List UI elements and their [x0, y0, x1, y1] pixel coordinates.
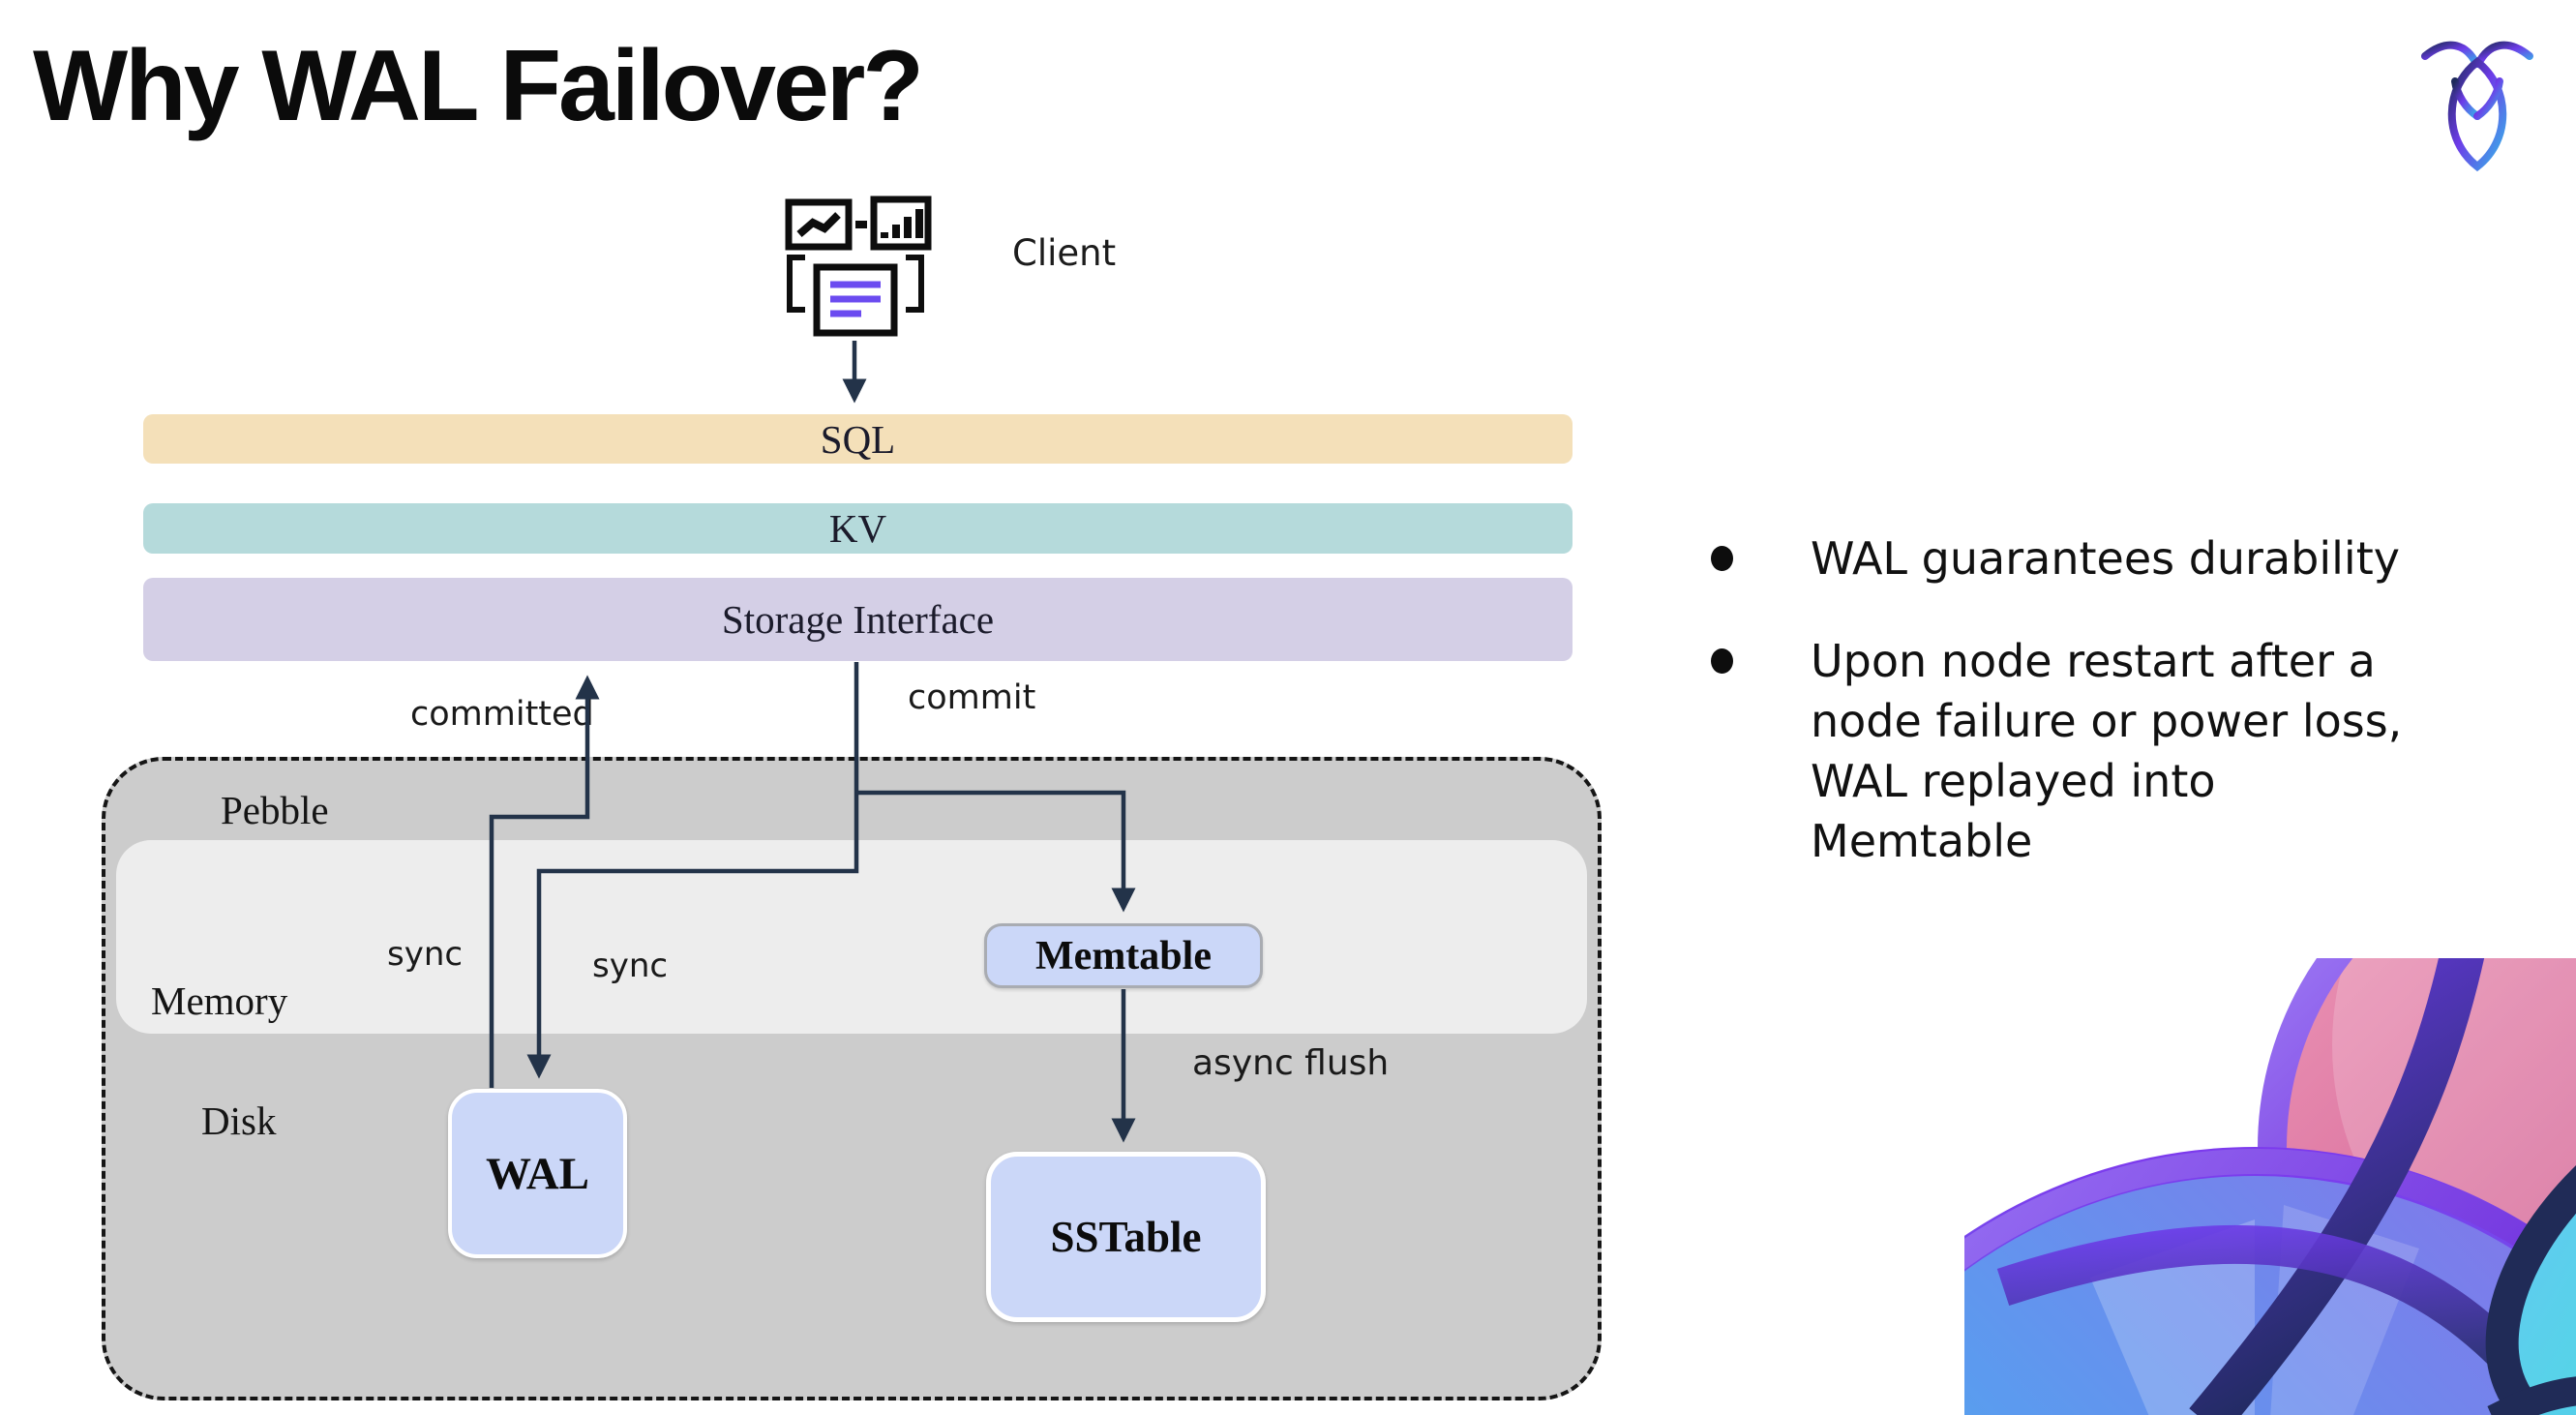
storage-interface-layer-bar: Storage Interface: [143, 578, 1573, 661]
bullet-list: WAL guarantees durability Upon node rest…: [1711, 528, 2562, 914]
bullet-dot-icon: [1711, 546, 1733, 571]
memory-label: Memory: [151, 978, 288, 1023]
memory-band: [116, 840, 1587, 1034]
memtable-node: Memtable: [984, 923, 1263, 988]
kv-layer-label: KV: [828, 506, 887, 551]
wal-node-label: WAL: [485, 1148, 590, 1199]
wal-node: WAL: [448, 1089, 627, 1258]
sync-right-arrow-label: sync: [592, 947, 669, 985]
sql-layer-bar: SQL: [143, 414, 1573, 464]
line-chart-icon: [785, 198, 853, 251]
pebble-label: Pebble: [221, 788, 329, 832]
sync-left-arrow-label: sync: [387, 935, 464, 974]
commit-arrow-label: commit: [908, 678, 1036, 717]
page-title: Why WAL Failover?: [33, 30, 924, 142]
bullet-dot-icon: [1711, 648, 1733, 674]
bar-chart-icon: [870, 196, 932, 251]
brand-corner-art: [1964, 958, 2576, 1415]
list-item: Upon node restart after a node failure o…: [1711, 631, 2562, 871]
client-workload-icon: [785, 196, 932, 337]
cockroachdb-logo-icon: [2421, 41, 2533, 172]
bullet-text: WAL guarantees durability: [1811, 532, 2400, 585]
sstable-node: SSTable: [986, 1152, 1266, 1322]
sstable-node-label: SSTable: [1050, 1213, 1202, 1261]
list-item: WAL guarantees durability: [1711, 528, 2562, 588]
kv-layer-bar: KV: [143, 503, 1573, 554]
sql-layer-label: SQL: [820, 416, 896, 462]
async-flush-arrow-label: async flush: [1192, 1043, 1390, 1083]
bullet-text: Upon node restart after a node failure o…: [1811, 635, 2403, 867]
committed-arrow-label: committed: [410, 695, 594, 734]
disk-label: Disk: [201, 1099, 277, 1143]
storage-interface-label: Storage Interface: [721, 597, 995, 642]
memtable-node-label: Memtable: [1035, 933, 1212, 978]
client-label: Client: [1012, 232, 1117, 274]
